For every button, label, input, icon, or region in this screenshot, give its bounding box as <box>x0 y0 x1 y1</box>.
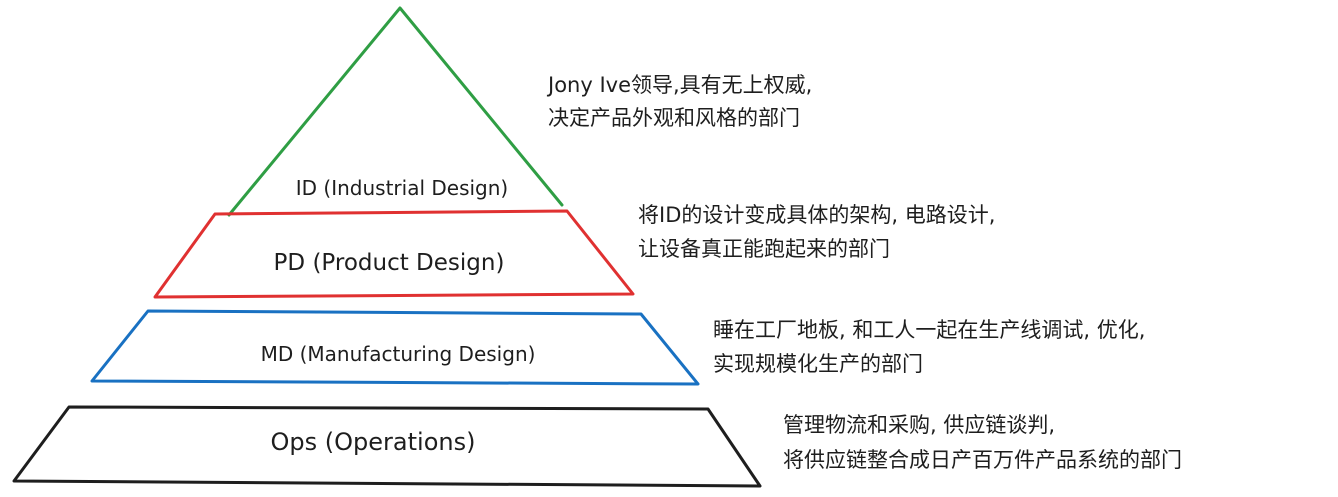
desc-id-line-2: 决定产品外观和风格的部门 <box>548 106 800 130</box>
desc-pd: 将ID的设计变成具体的架构, 电路设计, 让设备真正能跑起来的部门 <box>638 203 995 261</box>
tier-pd: PD (Product Design) <box>153 209 635 299</box>
desc-id: Jony Ive领导,具有无上权威, 决定产品外观和风格的部门 <box>546 73 812 130</box>
tier-id-label: ID (Industrial Design) <box>296 176 508 200</box>
tier-ops: Ops (Operations) <box>12 405 762 488</box>
tier-ops-label: Ops (Operations) <box>271 428 476 456</box>
tier-md-label: MD (Manufacturing Design) <box>261 342 536 366</box>
desc-id-line-1: Jony Ive领导,具有无上权威, <box>546 73 812 97</box>
desc-pd-line-1: 将ID的设计变成具体的架构, 电路设计, <box>638 203 995 227</box>
tier-id: ID (Industrial Design) <box>227 6 564 217</box>
tier-ops-outline <box>12 405 762 488</box>
tier-pd-outline <box>153 209 635 299</box>
desc-ops: 管理物流和采购, 供应链谈判, 将供应链整合成日产百万件产品系统的部门 <box>783 413 1182 472</box>
desc-md-line-1: 睡在工厂地板, 和工人一起在生产线调试, 优化, <box>713 318 1145 342</box>
desc-pd-line-2: 让设备真正能跑起来的部门 <box>638 237 890 261</box>
desc-ops-line-1: 管理物流和采购, 供应链谈判, <box>783 413 1055 437</box>
desc-md-line-2: 实现规模化生产的部门 <box>713 352 923 376</box>
desc-ops-line-2: 将供应链整合成日产百万件产品系统的部门 <box>783 448 1182 472</box>
desc-md: 睡在工厂地板, 和工人一起在生产线调试, 优化, 实现规模化生产的部门 <box>713 318 1145 376</box>
tier-md: MD (Manufacturing Design) <box>90 309 700 386</box>
tier-md-outline <box>90 309 700 386</box>
tier-id-outline <box>227 6 564 217</box>
tier-pd-label: PD (Product Design) <box>274 250 505 276</box>
